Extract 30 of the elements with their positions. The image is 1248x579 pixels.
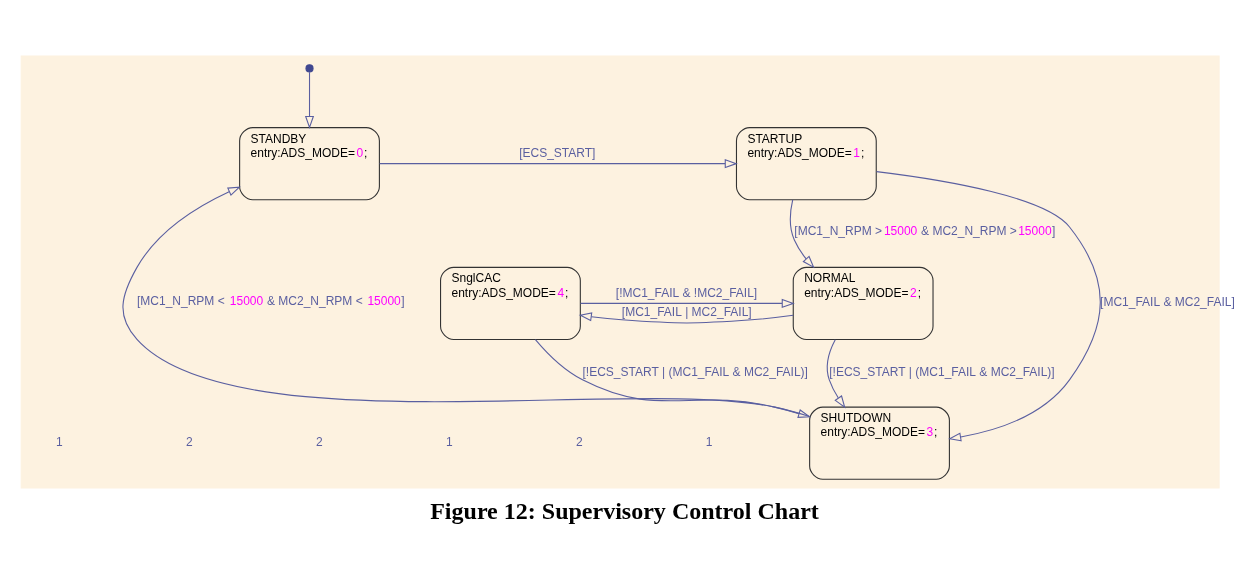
label: 2 <box>186 435 193 450</box>
label: 1 <box>705 435 713 450</box>
label: 2 <box>316 435 323 450</box>
arrow <box>876 171 1101 442</box>
node-circle <box>305 64 314 73</box>
node-box: NORMAL entry:ADS_MODE=2; <box>792 266 934 340</box>
node-box: STANDBY entry:ADS_MODE=0; <box>239 127 380 201</box>
arrow <box>826 339 846 409</box>
arrow <box>578 312 794 324</box>
edge-label: [ECS_START] <box>519 145 596 160</box>
edge-label: [MC1_N_RPM < 15000 & MC2_N_RPM < 15000] <box>136 294 405 309</box>
node-box: STARTUP entry:ADS_MODE=1; <box>735 127 877 201</box>
label: 1 <box>56 435 63 450</box>
edge-label: [!MC1_FAIL & !MC2_FAIL] <box>615 285 758 300</box>
node-box: SnglCAC entry:ADS_MODE=4; <box>440 266 581 340</box>
arrow <box>379 159 738 169</box>
label: 1 <box>445 435 453 450</box>
edge-label: [MC1_N_RPM >15000 & MC2_N_RPM >15000] <box>794 224 1056 239</box>
arrow <box>580 298 795 308</box>
edge-label: [!ECS_START | (MC1_FAIL & MC2_FAIL)] <box>829 365 1055 380</box>
label: 2 <box>575 435 583 450</box>
edge-label: [MC1_FAIL | MC2_FAIL] <box>621 305 752 320</box>
node-box: SHUTDOWN entry:ADS_MODE=3; <box>809 406 950 480</box>
arrow <box>122 186 811 417</box>
edge-label: [!ECS_START | (MC1_FAIL & MC2_FAIL)] <box>582 365 808 380</box>
arrow <box>534 339 812 418</box>
edge-label: [MC1_FAIL & MC2_FAIL] <box>1100 295 1235 310</box>
caption: Figure 12: Supervisory Control Chart <box>430 498 819 525</box>
arrow <box>304 71 315 130</box>
arrow <box>789 199 815 269</box>
